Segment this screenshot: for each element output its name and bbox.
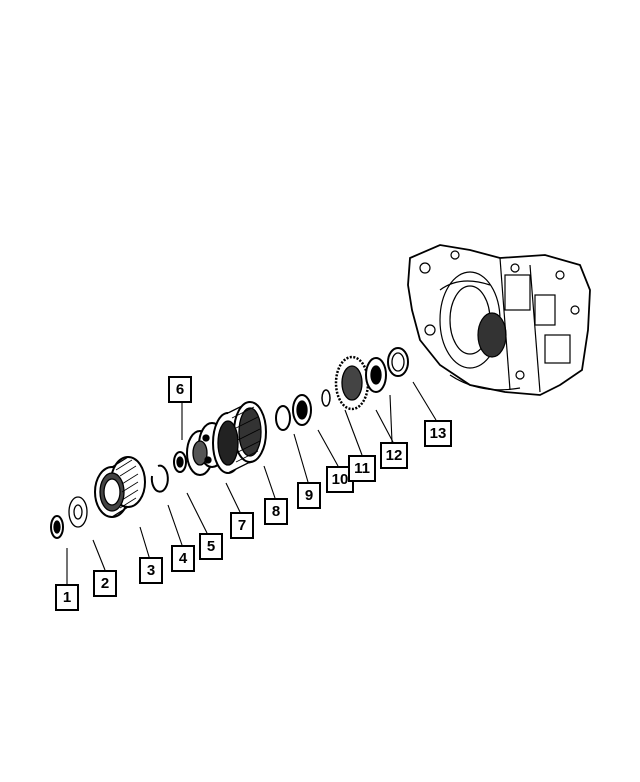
callout-3: 3 xyxy=(139,557,163,584)
callout-11: 11 xyxy=(348,455,376,482)
callout-9: 9 xyxy=(297,482,321,509)
part-3-clutch-hub xyxy=(94,456,146,518)
part-12-gear xyxy=(334,355,387,411)
callout-5: 5 xyxy=(199,533,223,560)
callout-1: 1 xyxy=(55,584,79,611)
callout-2: 2 xyxy=(93,570,117,597)
callout-6: 6 xyxy=(168,376,192,403)
callout-12: 12 xyxy=(380,442,408,469)
part-1-bearing xyxy=(50,515,64,539)
part-7-8-drum xyxy=(212,401,267,474)
leader-lines xyxy=(66,381,437,584)
part-4-snap-ring xyxy=(150,464,169,493)
part-9-ring xyxy=(275,405,291,431)
part-5-bearing xyxy=(173,451,187,473)
callout-4: 4 xyxy=(171,545,195,572)
part-13-ring xyxy=(387,347,409,377)
callout-8: 8 xyxy=(264,498,288,525)
part-2-washer xyxy=(68,496,88,528)
part-11-washer xyxy=(321,389,331,407)
callout-13: 13 xyxy=(424,420,452,447)
callout-7: 7 xyxy=(230,512,254,539)
transaxle-housing xyxy=(407,244,591,396)
part-10-bearing xyxy=(292,394,312,426)
